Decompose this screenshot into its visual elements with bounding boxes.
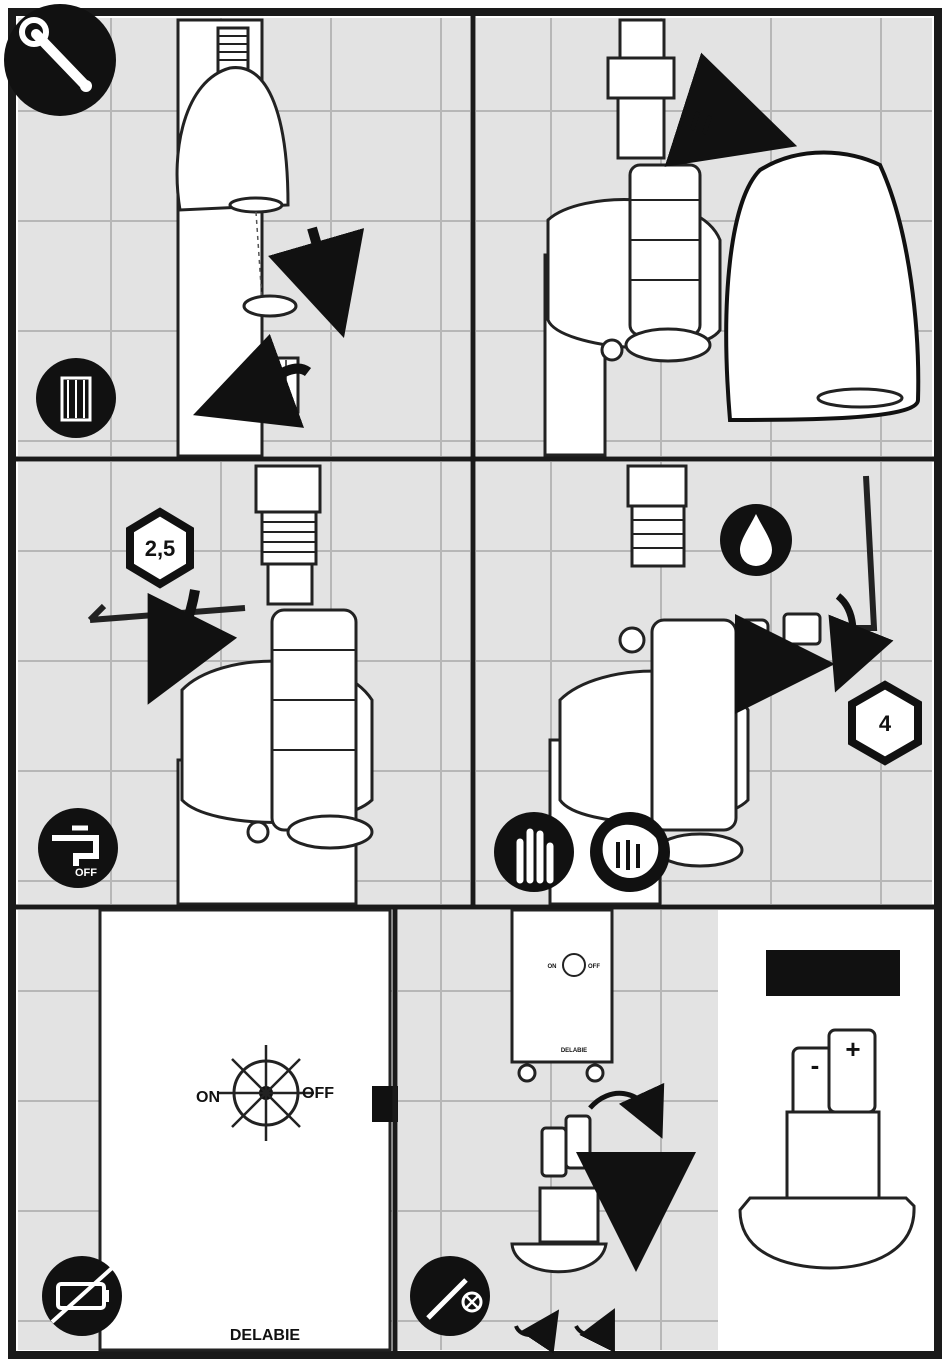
tap-off-label: OFF: [75, 867, 97, 879]
panel-replace-valve: 4: [476, 462, 932, 904]
panel-remove-filter: [4, 4, 470, 456]
wrench-icon: [4, 4, 116, 116]
panel-battery-detail: - +: [718, 910, 932, 1350]
panel-switch-off: ON OFF DELABIE: [18, 910, 392, 1350]
filter-cartridge-icon: [36, 358, 116, 438]
tool-size-label: 2,5: [145, 536, 176, 561]
hex-key-size-badge: 2,5: [130, 512, 190, 584]
mini-brand-text: DELABIE: [561, 1048, 587, 1054]
mini-switch-on-label: ON: [548, 964, 557, 970]
no-battery-icon: [42, 1256, 122, 1336]
tool-size-label-4: 4: [879, 711, 892, 736]
panel-replace-battery: ON OFF DELABIE: [398, 910, 718, 1350]
panel-water-off: 2,5 OFF: [18, 462, 470, 904]
tap-off-icon: OFF: [38, 808, 118, 888]
switch-off-label: OFF: [302, 1085, 334, 1102]
hex-key-size-badge-4: 4: [852, 685, 918, 761]
battery-plus-label: +: [845, 1034, 860, 1064]
water-drop-icon: [720, 504, 792, 576]
screwdriver-icon: [410, 1256, 490, 1336]
gloves-icon: [494, 812, 574, 892]
panel-remove-cover: [476, 18, 932, 456]
blank-label-box: [766, 950, 900, 996]
switch-on-label: ON: [196, 1089, 220, 1106]
grease-icon: [590, 812, 670, 892]
brand-logo-text: DELABIE: [230, 1327, 301, 1344]
mini-switch-off-label: OFF: [588, 964, 600, 970]
battery-minus-label: -: [811, 1050, 820, 1080]
on-off-switch: [218, 1045, 314, 1141]
